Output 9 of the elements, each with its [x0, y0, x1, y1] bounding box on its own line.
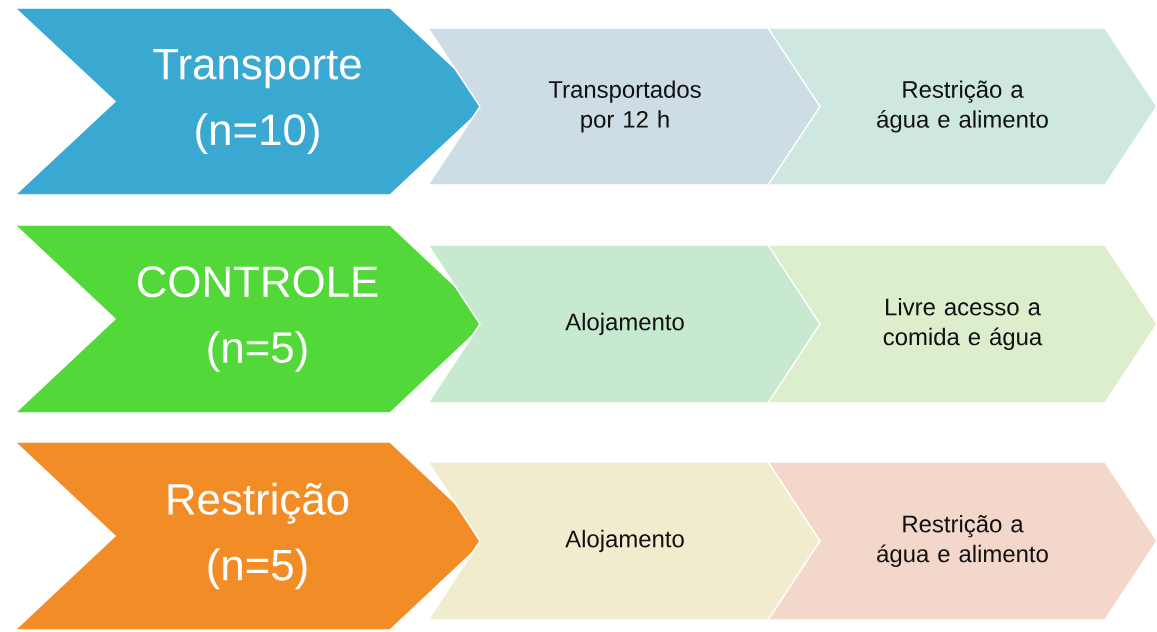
chevron-box: Restrição a água e alimento [766, 461, 1157, 621]
chevron-box: Transportados por 12 h [426, 27, 823, 186]
chevron-box: Alojamento [426, 461, 823, 621]
chevron-box: CONTROLE (n=5) [13, 224, 492, 414]
chevron-box: Alojamento [426, 244, 823, 404]
chevron-box: Restrição (n=5) [13, 441, 492, 631]
chevron-box: Livre acesso a comida e água [766, 244, 1157, 404]
chevron-box: Transporte (n=10) [13, 7, 492, 196]
chevron-box: Restrição a água e alimento [766, 27, 1157, 186]
